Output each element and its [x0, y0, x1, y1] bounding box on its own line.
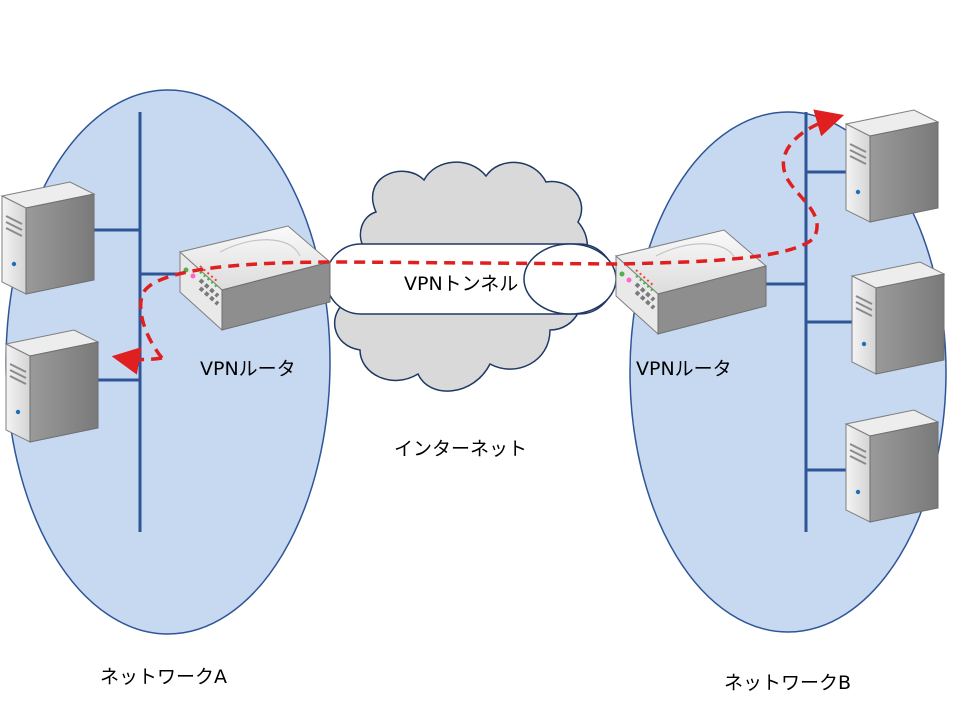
- network-b-label: ネットワークB: [724, 672, 851, 694]
- vpn-path-arrow-a: [111, 347, 163, 375]
- network-b-bus: [762, 112, 856, 532]
- server-icon: [5, 329, 99, 443]
- vpn-path: [139, 109, 845, 360]
- server-icon: [1, 181, 95, 295]
- network-a-label: ネットワークA: [100, 666, 227, 688]
- server-icon: [845, 409, 939, 523]
- tunnel-label: VPNトンネル: [404, 273, 518, 295]
- server-icon: [845, 109, 939, 223]
- server-icon: [851, 261, 945, 375]
- network-a-bus: [94, 112, 186, 532]
- internet-label: インターネット: [394, 438, 527, 460]
- router-a-label: VPNルータ: [200, 358, 296, 380]
- router-b-label: VPNルータ: [636, 358, 732, 380]
